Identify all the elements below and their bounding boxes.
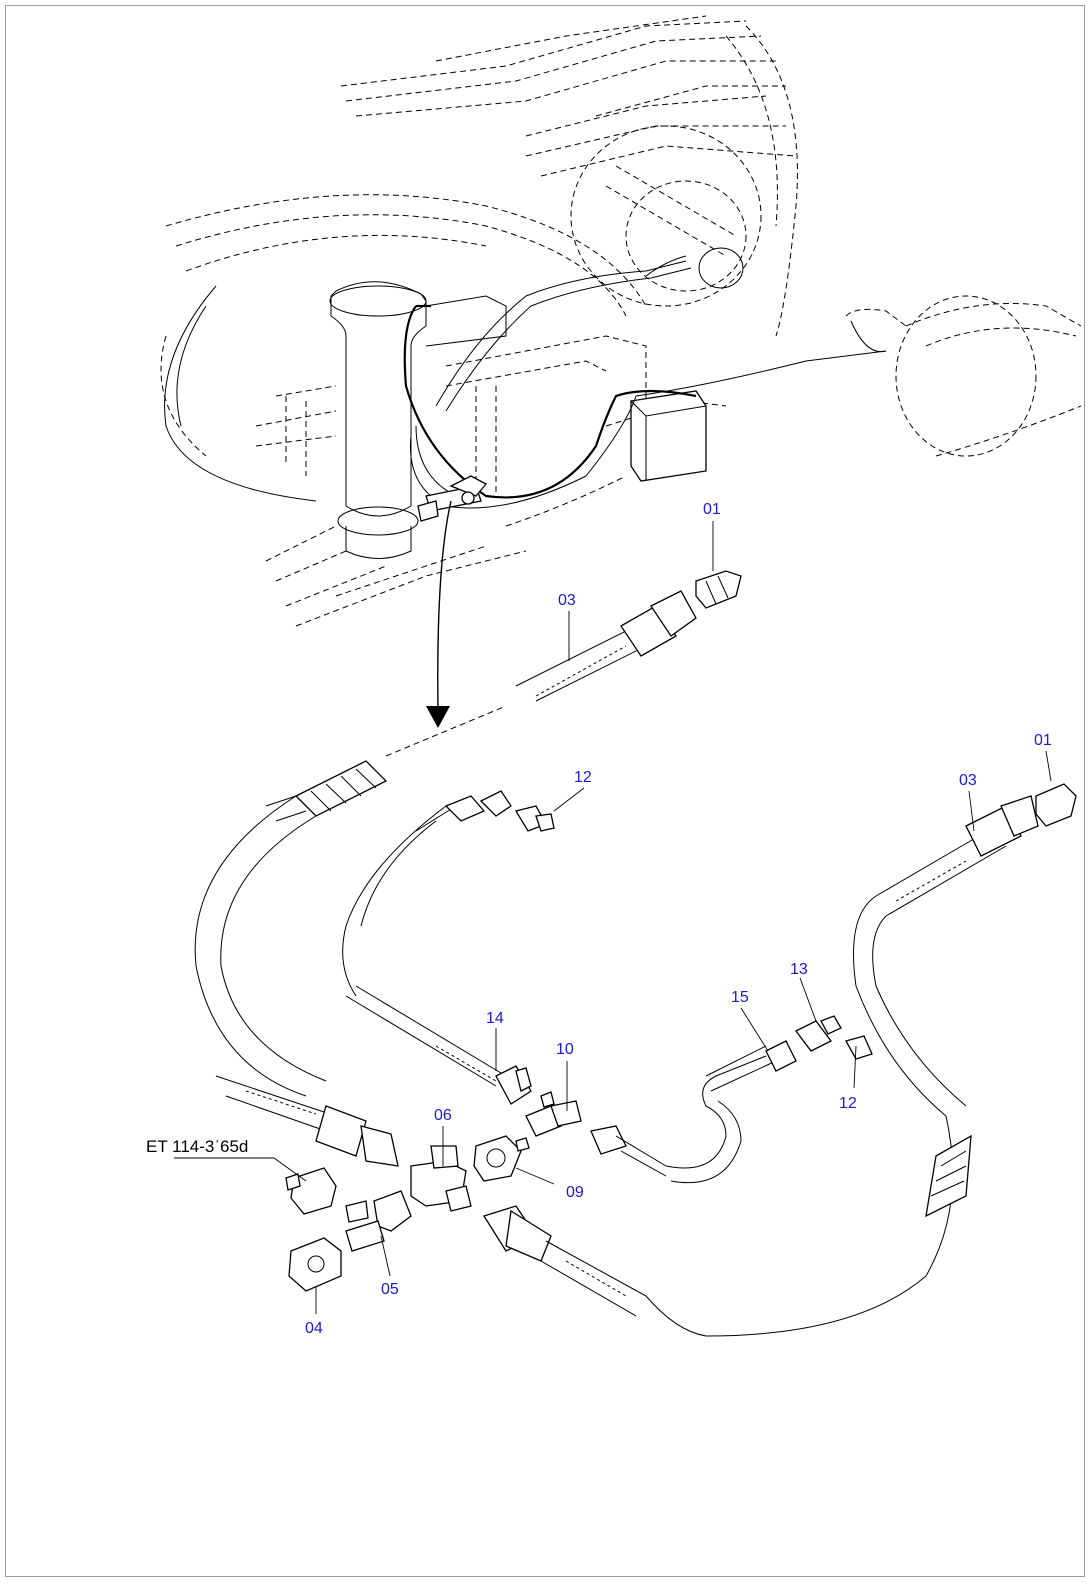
callout-labels: 01 03 01 03 12 13 15 12 14 10 06 09 05 0… [146,501,1052,1337]
installed-hose-routing [403,255,887,728]
callout-15: 15 [731,989,749,1006]
callout-06: 06 [434,1107,452,1124]
exploded-detail [194,570,1077,1337]
callout-09: 09 [566,1184,584,1201]
exploded-view-drawing: 01 03 01 03 12 13 15 12 14 10 06 09 05 0… [146,15,1082,1337]
machine-frame-outline [160,15,1082,627]
drawing-reference: ET 114-3ˈ65d [146,1137,248,1156]
callout-03: 03 [959,772,977,789]
callout-leaders [174,521,1052,1314]
callout-04: 04 [305,1320,323,1337]
callout-10: 10 [556,1041,574,1058]
callout-14: 14 [486,1010,504,1027]
callout-12: 12 [839,1095,857,1112]
callout-01: 01 [703,501,721,518]
callout-05: 05 [381,1281,399,1298]
callout-12: 12 [574,769,592,786]
callout-03: 03 [558,592,576,609]
callout-01: 01 [1034,732,1052,749]
callout-13: 13 [790,961,808,978]
parts-diagram: 01 03 01 03 12 13 15 12 14 10 06 09 05 0… [5,5,1085,1577]
